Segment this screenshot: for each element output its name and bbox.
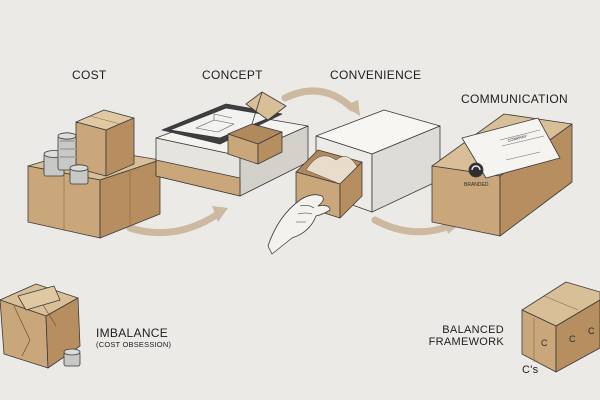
balanced-title: BALANCED FRAMEWORK [428, 324, 504, 348]
concept-box-side [257, 131, 283, 165]
brand-logo-icon [468, 162, 484, 178]
imbalance-subtitle: (COST OBSESSION) [96, 340, 172, 349]
arrow-concept-to-convenience-head [344, 100, 360, 116]
stage-label-cost: COST [72, 68, 107, 82]
crushed-box-flap [17, 285, 61, 311]
brand-text: BRANDED [464, 182, 489, 188]
stage-label-communication: COMMUNICATION [461, 92, 569, 106]
cost-small-box-side [105, 117, 135, 177]
imbalance-title: IMBALANCE [96, 326, 169, 340]
tablet-screen [169, 107, 275, 139]
crate-side [555, 299, 600, 373]
imbalance-illustration [0, 283, 81, 369]
concept-box-lid [245, 91, 287, 121]
balanced-illustration [521, 281, 600, 373]
company-text: COMPANY [507, 133, 528, 143]
concept-brown-strip [155, 159, 241, 197]
hand [267, 194, 331, 255]
balanced-line-1: BALANCED [442, 324, 504, 336]
cost-illustration [27, 109, 161, 239]
arrow-cost-to-concept-head [212, 206, 228, 222]
crate-letter-front: C [541, 338, 548, 348]
convenience-illustration [267, 109, 441, 255]
communication-illustration [431, 113, 573, 237]
balanced-caption: C's [522, 364, 539, 376]
arrow-concept-to-convenience [281, 87, 356, 112]
concept-illustration [155, 91, 309, 197]
arrow-convenience-to-communication [371, 216, 454, 236]
crate-letter-side-2: C [588, 326, 595, 336]
stage-label-convenience: CONVENIENCE [330, 68, 422, 82]
imbalance-coins [63, 348, 81, 367]
arrow-cost-to-concept [126, 210, 222, 237]
stage-label-concept: CONCEPT [202, 68, 263, 82]
tablet-sketch [195, 113, 235, 133]
drawer-tissue [305, 155, 359, 185]
coin-stacks [43, 132, 89, 185]
balanced-line-2: FRAMEWORK [428, 336, 504, 348]
crate-letter-side: C [569, 334, 576, 344]
drawer-side [339, 161, 363, 219]
